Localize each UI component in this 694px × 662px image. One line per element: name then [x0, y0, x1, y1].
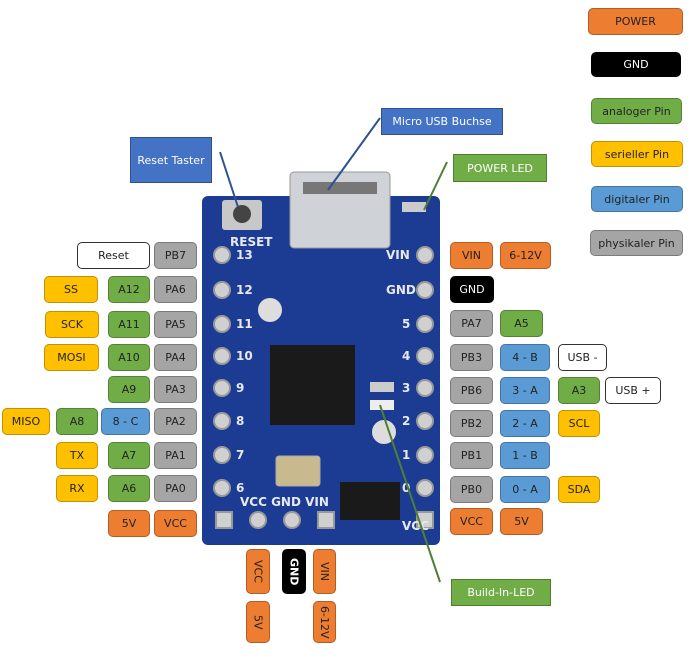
legend-gnd: GND [591, 52, 681, 77]
silk-reset: RESET [230, 235, 273, 249]
label-d0: 0 - A [500, 476, 550, 503]
label-rx: RX [56, 475, 98, 502]
silk-pin: VIN [386, 248, 410, 262]
label-a12: A12 [108, 276, 150, 303]
label-vin: VIN [450, 242, 493, 269]
label-d3: 3 - A [500, 377, 550, 404]
callout-lines [219, 117, 448, 583]
label-d4: 4 - B [500, 344, 550, 371]
silk-pin: 3 [402, 381, 410, 395]
label-pa6: PA6 [154, 276, 197, 303]
silk-pin: 11 [236, 317, 253, 331]
label-a7: A7 [108, 442, 150, 469]
silk-pin: 4 [402, 349, 410, 363]
label-pb6: PB6 [450, 377, 493, 404]
label-ss: SS [44, 276, 98, 303]
silk-pin: 10 [236, 349, 253, 363]
label-sda: SDA [558, 476, 600, 503]
label-a11: A11 [108, 311, 150, 338]
callout-micro-usb: Micro USB Buchse [381, 108, 503, 135]
label-mosi: MOSI [44, 344, 99, 371]
silk-pin: 7 [236, 448, 244, 462]
silk-pin: 9 [236, 381, 244, 395]
legend-digital: digitaler Pin [591, 186, 683, 212]
silk-pin: 5 [402, 317, 410, 331]
label-pb0: PB0 [450, 476, 493, 503]
legend-power: POWER [588, 8, 683, 35]
label-sck: SCK [45, 311, 99, 338]
label-pa5: PA5 [154, 311, 197, 338]
label-reset: Reset [77, 242, 150, 269]
label-pa1: PA1 [154, 442, 197, 469]
label-bottom-6-12v: 6-12V [313, 601, 336, 643]
label-bottom-5v: 5V [246, 601, 270, 643]
legend-serial: serieller Pin [591, 141, 683, 167]
silk-pin: GND [386, 283, 416, 297]
label-bottom-vcc: VCC [246, 549, 270, 594]
label-a6: A6 [108, 475, 150, 502]
label-pb2: PB2 [450, 410, 493, 437]
silk-pin: 0 [402, 481, 410, 495]
silk-pin: 8 [236, 414, 244, 428]
label-vcc: VCC [154, 510, 197, 537]
callout-builtin-led: Build-In-LED [451, 579, 551, 606]
label-pb7: PB7 [154, 242, 197, 269]
label-5v-right: 5V [500, 508, 543, 535]
label-pb3: PB3 [450, 344, 493, 371]
label-a8: A8 [56, 408, 98, 435]
label-a3: A3 [558, 377, 600, 404]
legend-analog: analoger Pin [591, 98, 682, 124]
callout-reset-taster: Reset Taster [130, 137, 212, 183]
label-scl: SCL [558, 410, 600, 437]
callout-power-led: POWER LED [453, 154, 547, 182]
silk-pin: 13 [236, 248, 253, 262]
label-6-12v: 6-12V [500, 242, 551, 269]
label-gnd: GND [450, 276, 494, 303]
silk-pin: 2 [402, 414, 410, 428]
label-d1: 1 - B [500, 442, 550, 469]
label-bottom-gnd: GND [282, 549, 306, 594]
silk-pin: 6 [236, 481, 244, 495]
label-usb-minus: USB - [558, 344, 607, 371]
silk-pin: 12 [236, 283, 253, 297]
label-d8: 8 - C [101, 408, 150, 435]
label-d2: 2 - A [500, 410, 550, 437]
label-tx: TX [56, 442, 98, 469]
regulator [340, 482, 400, 520]
label-a5: A5 [500, 310, 543, 337]
chip [270, 345, 355, 425]
label-pa0: PA0 [154, 475, 197, 502]
label-pa4: PA4 [154, 344, 197, 371]
label-vcc-right: VCC [450, 508, 493, 535]
silk-vcc: VCC [402, 519, 429, 533]
legend-physical: physikaler Pin [590, 230, 683, 256]
pin-holes [213, 246, 434, 529]
label-pa7: PA7 [450, 310, 493, 337]
label-pa2: PA2 [154, 408, 197, 435]
label-pb1: PB1 [450, 442, 493, 469]
label-bottom-vin: VIN [313, 549, 336, 594]
label-miso: MISO [2, 408, 50, 435]
label-a9: A9 [108, 376, 150, 403]
silk-pin: 1 [402, 448, 410, 462]
crystal [275, 455, 321, 487]
label-a10: A10 [108, 344, 150, 371]
label-usb-plus: USB + [605, 377, 661, 404]
label-5v: 5V [108, 510, 150, 537]
silk-bottom: VCC GND VIN [240, 495, 329, 509]
label-pa3: PA3 [154, 376, 197, 403]
